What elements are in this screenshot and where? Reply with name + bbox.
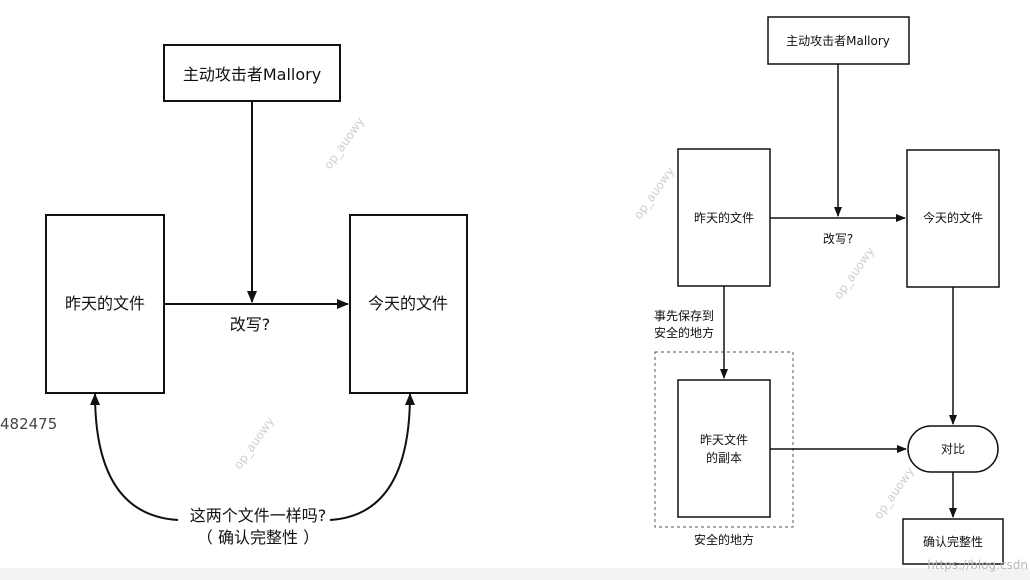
copy-label-line1: 昨天文件 <box>700 432 748 447</box>
compare-curve-left <box>90 393 179 521</box>
attacker-label: 主动攻击者Mallory <box>183 65 321 84</box>
today-file-label: 今天的文件 <box>368 294 448 313</box>
save-label-line1: 事先保存到 <box>654 309 714 323</box>
watermark-text: op_auowy <box>871 464 917 521</box>
attacker-box-right <box>767 16 910 65</box>
watermark-text: op_auowy <box>231 414 277 471</box>
yesterday-file-box <box>45 214 165 394</box>
copy-label-line2: 的副本 <box>706 450 742 465</box>
today-file-box-right <box>906 149 1000 288</box>
today-file-box <box>349 214 468 394</box>
watermark-layer: op_auowy op_auowy op_auowy op_auowy op_a… <box>231 114 917 521</box>
question-line2: （ 确认完整性 ） <box>197 528 319 547</box>
side-number: 482475 <box>0 415 57 433</box>
copy-box <box>677 379 771 518</box>
safe-place-label: 安全的地方 <box>694 532 754 547</box>
rewrite-label-right: 改写? <box>823 232 853 246</box>
save-label-line2: 安全的地方 <box>654 325 714 340</box>
compare-label: 对比 <box>941 442 965 456</box>
watermark-text: op_auowy <box>831 244 877 301</box>
safe-place-region <box>654 351 794 528</box>
corner-watermark: https://blog.csdn <box>927 558 1028 572</box>
bottom-band <box>0 568 1030 580</box>
attacker-box <box>163 44 341 102</box>
today-file-label-right: 今天的文件 <box>923 210 983 225</box>
attacker-label-right: 主动攻击者Mallory <box>786 34 890 48</box>
watermark-text: op_auowy <box>321 114 367 171</box>
watermark-text: op_auowy <box>631 164 677 221</box>
left-diagram: 主动攻击者Mallory 昨天的文件 今天的文件 改写? 这两个文件一样吗? （… <box>45 44 468 547</box>
rewrite-label: 改写? <box>230 315 271 334</box>
question-line1: 这两个文件一样吗? <box>190 506 327 525</box>
confirm-box <box>902 518 1004 565</box>
yesterday-file-label-right: 昨天的文件 <box>694 210 754 225</box>
right-diagram: 主动攻击者Mallory 昨天的文件 今天的文件 改写? 事先保存到 安全的地方… <box>654 16 1004 565</box>
compare-curve-right <box>329 393 415 521</box>
confirm-label: 确认完整性 <box>923 534 983 549</box>
yesterday-file-label: 昨天的文件 <box>65 294 145 313</box>
